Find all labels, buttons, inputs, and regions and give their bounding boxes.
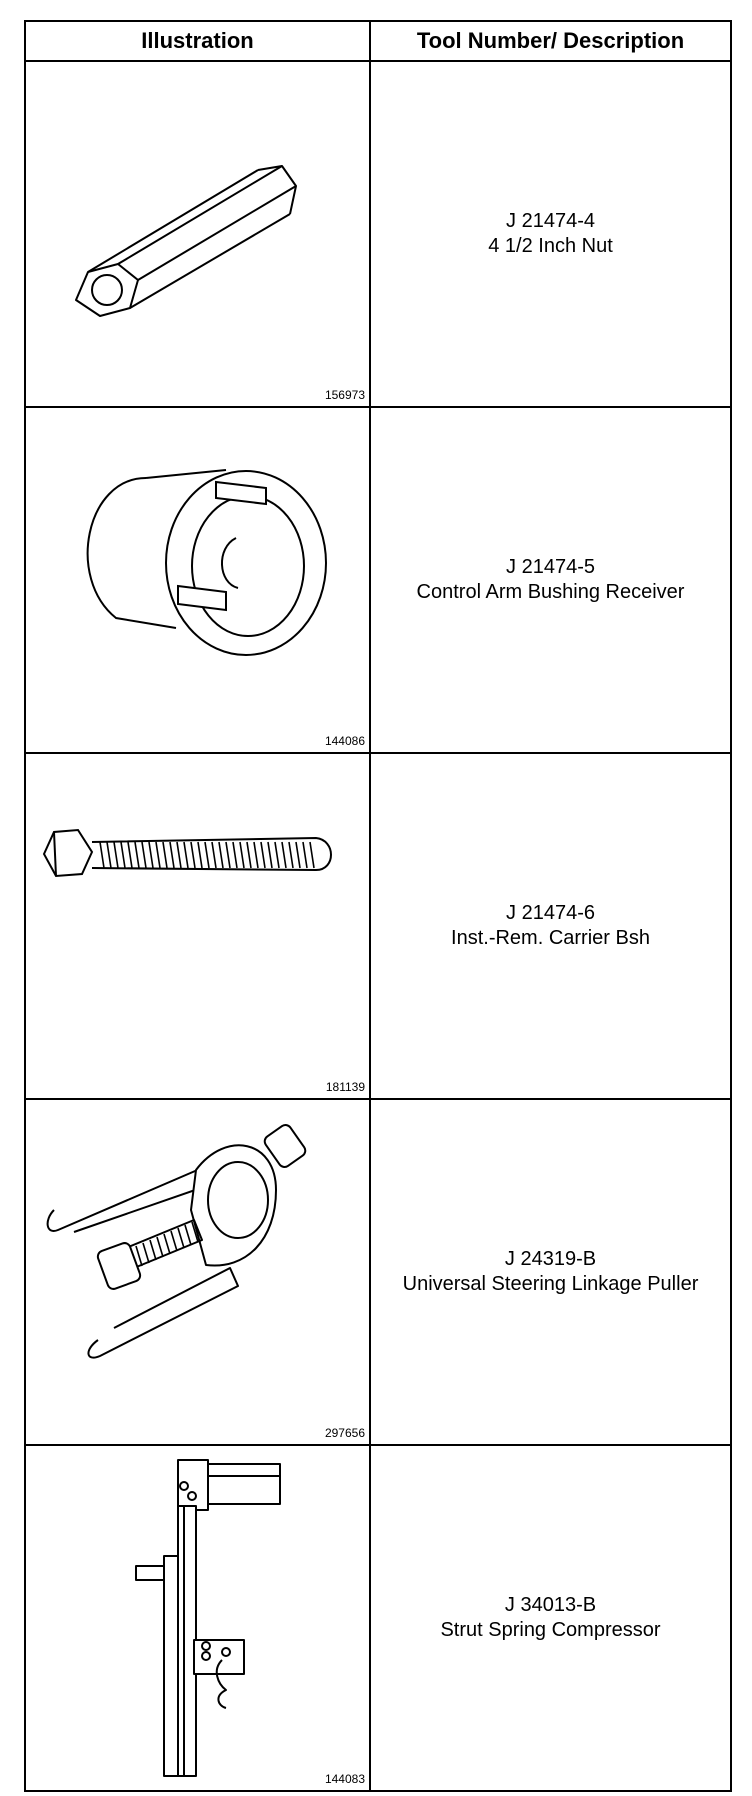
table-row: 144086 J 21474-5 Control Arm Bushing Rec…: [24, 406, 732, 754]
tool-number: J 21474-5: [506, 556, 595, 578]
table-row: 297656 J 24319-B Universal Steering Link…: [24, 1098, 732, 1446]
tool-description: Universal Steering Linkage Puller: [402, 1273, 699, 1295]
illustration-cell: 144083: [24, 1444, 371, 1792]
tool-number: J 24319-B: [504, 1248, 597, 1270]
tool-description: Strut Spring Compressor: [440, 1619, 661, 1641]
table-row: 144083 J 34013-B Strut Spring Compressor: [24, 1444, 732, 1792]
figure-number: 156973: [324, 388, 365, 402]
linkage-puller-icon: [26, 1100, 369, 1444]
tool-description: Inst.-Rem. Carrier Bsh: [451, 927, 650, 949]
tool-description: 4 1/2 Inch Nut: [488, 235, 613, 257]
tool-description-cell: J 21474-5 Control Arm Bushing Receiver: [369, 406, 732, 754]
figure-number: 181139: [325, 1080, 365, 1094]
tool-table: Illustration Tool Number/ Description: [24, 20, 732, 1792]
illustration-cell: 156973: [24, 60, 371, 408]
table-row: 156973 J 21474-4 4 1/2 Inch Nut: [24, 60, 732, 408]
tool-description-cell: J 34013-B Strut Spring Compressor: [369, 1444, 732, 1792]
header-row: Illustration Tool Number/ Description: [24, 20, 732, 62]
threaded-bolt-icon: [26, 754, 369, 1098]
illustration-cell: 297656: [24, 1098, 371, 1446]
tool-number: J 21474-6: [506, 902, 595, 924]
spring-compressor-icon: [26, 1446, 369, 1790]
tool-number: J 21474-4: [506, 210, 595, 232]
tool-description-cell: J 21474-6 Inst.-Rem. Carrier Bsh: [369, 752, 732, 1100]
table-row: 181139 J 21474-6 Inst.-Rem. Carrier Bsh: [24, 752, 732, 1100]
figure-number: 297656: [324, 1426, 365, 1440]
hex-nut-icon: [26, 62, 369, 406]
tool-number: J 34013-B: [504, 1594, 597, 1616]
illustration-cell: 181139: [24, 752, 371, 1100]
tool-header: Tool Number/ Description: [369, 20, 732, 62]
illustration-cell: 144086: [24, 406, 371, 754]
illustration-header: Illustration: [24, 20, 371, 62]
figure-number: 144086: [324, 734, 365, 748]
tool-description-cell: J 21474-4 4 1/2 Inch Nut: [369, 60, 732, 408]
bushing-receiver-icon: [26, 408, 369, 752]
figure-number: 144083: [324, 1772, 365, 1786]
tool-description-cell: J 24319-B Universal Steering Linkage Pul…: [369, 1098, 732, 1446]
tool-description: Control Arm Bushing Receiver: [416, 581, 685, 603]
